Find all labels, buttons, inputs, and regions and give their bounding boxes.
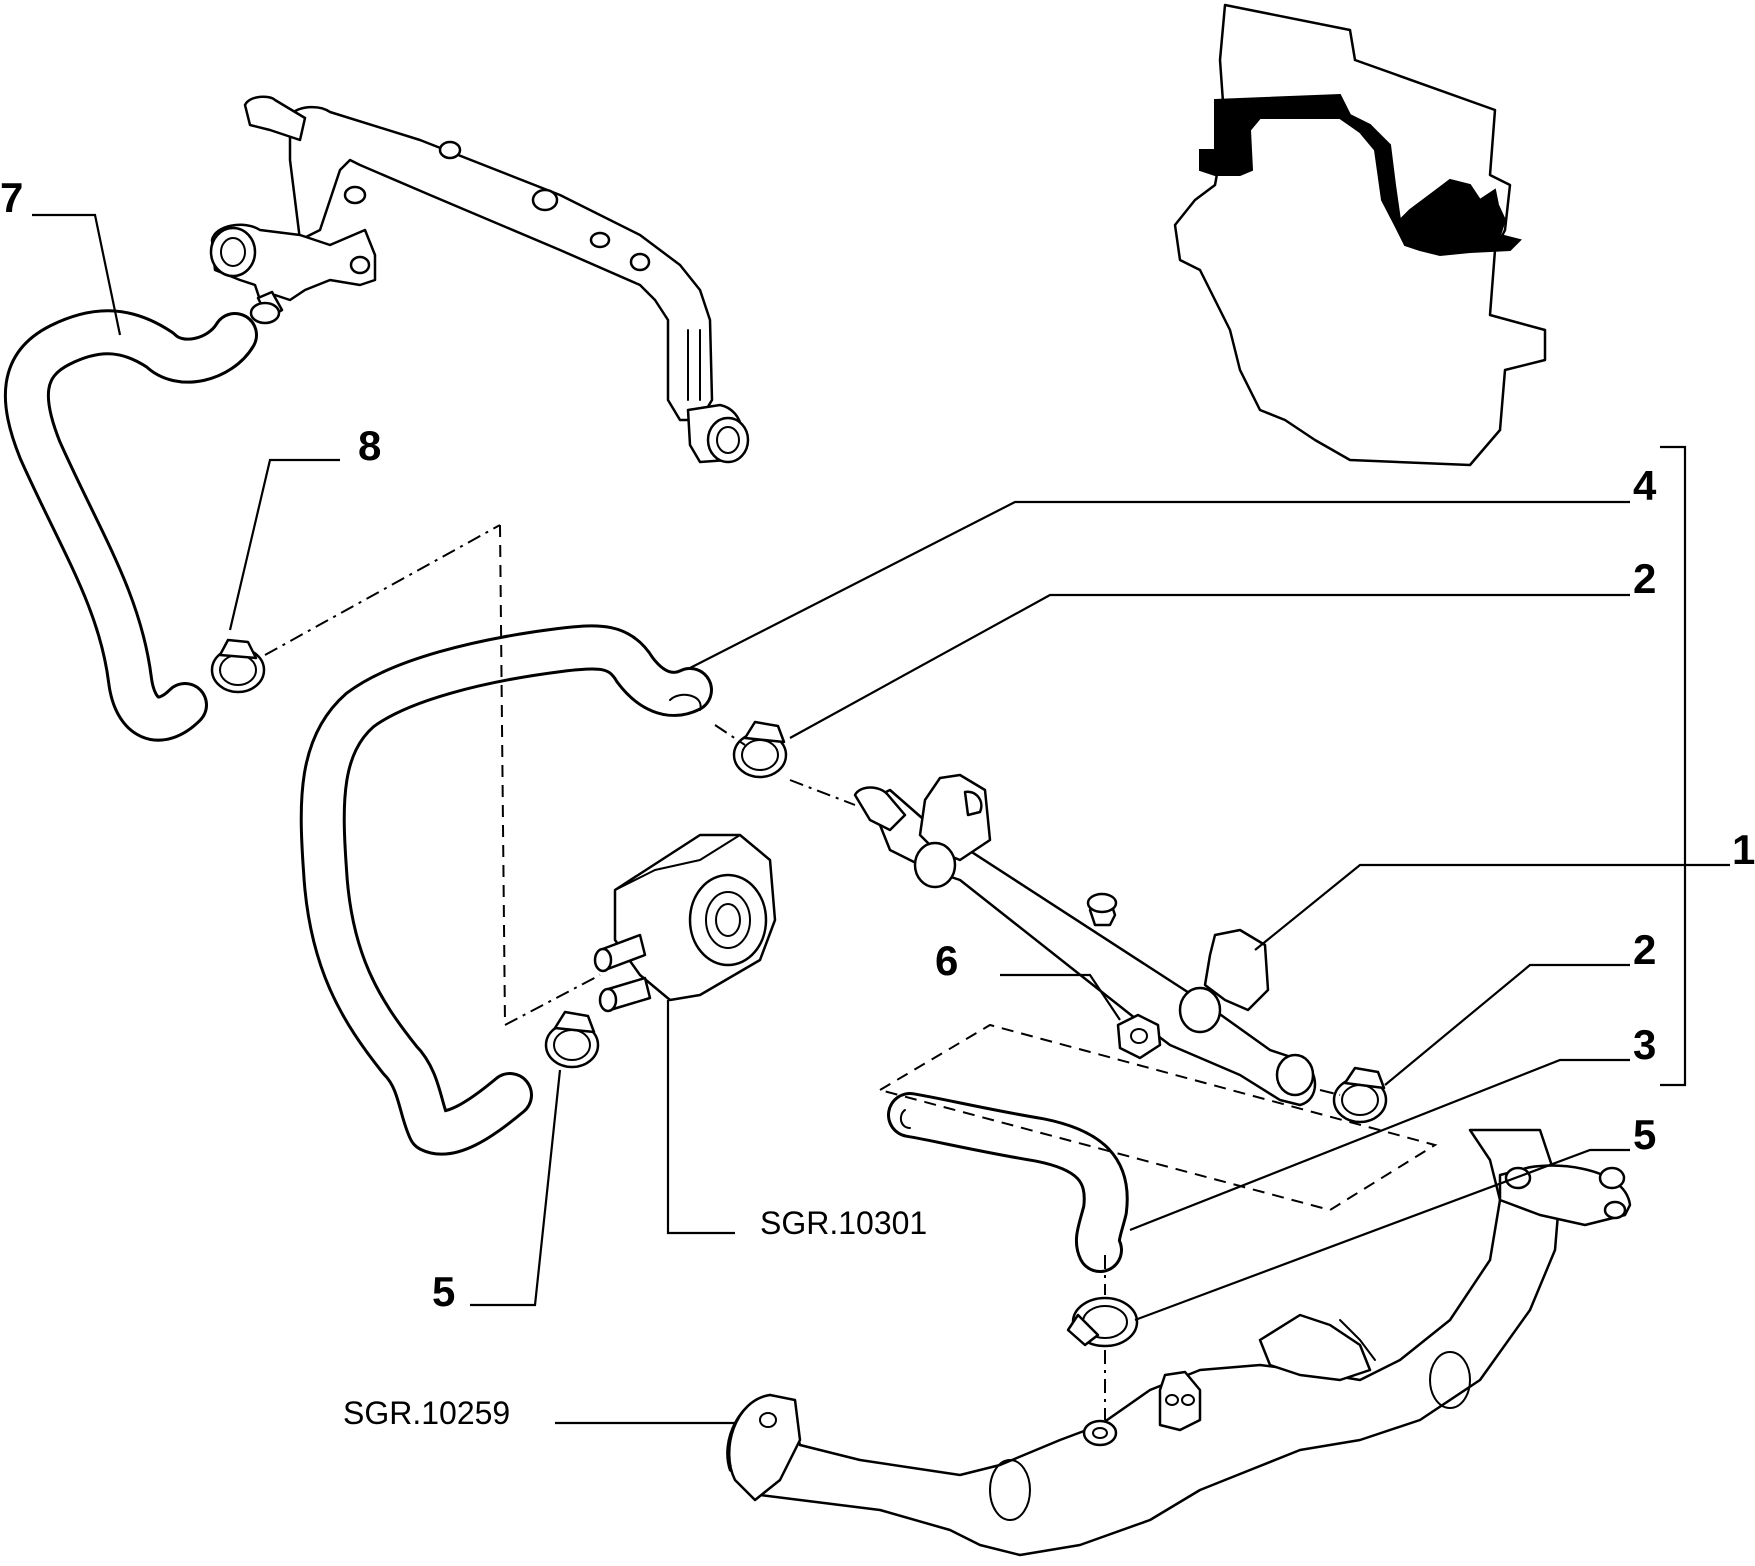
leader-lines: [32, 213, 1730, 1425]
hose-clamp-2-lower: [1332, 1066, 1388, 1124]
hose-clamp-8: [210, 638, 266, 694]
oil-cooler: [593, 833, 777, 1013]
hose-clamp-2-upper: [732, 720, 788, 779]
callout-2-top: 2: [1633, 555, 1656, 602]
hose-7: [3, 309, 258, 742]
hose-4: [299, 624, 713, 1156]
hose-clamp-5-left: [544, 1010, 600, 1069]
coolant-pipe-upper: [209, 95, 750, 464]
callout-4: 4: [1633, 462, 1657, 509]
hose-3: [887, 1092, 1129, 1273]
callout-5-left: 5: [432, 1268, 455, 1315]
callout-5-right: 5: [1633, 1111, 1656, 1158]
reference-oil-cooler: SGR.10301: [760, 1205, 927, 1241]
callout-1: 1: [1732, 826, 1755, 873]
assembly-lines: [264, 524, 1438, 1420]
callout-2-bottom: 2: [1633, 926, 1656, 973]
engine-locator-thumbnail: [1173, 3, 1547, 467]
callout-labels: 7 8 4 2 1 6 2 3 5 5 SGR.10301 SGR.10259: [0, 174, 1755, 1431]
callout-6: 6: [935, 937, 958, 984]
nut-6: [1116, 1013, 1162, 1060]
reference-exhaust: SGR.10259: [343, 1395, 510, 1431]
callout-8: 8: [358, 422, 381, 469]
callout-3: 3: [1633, 1021, 1656, 1068]
callout-7: 7: [0, 174, 23, 221]
hose-clamp-5-right: [1066, 1296, 1139, 1348]
exhaust-egr-assembly: [726, 1128, 1632, 1557]
coolant-pipe-1: [853, 773, 1317, 1107]
